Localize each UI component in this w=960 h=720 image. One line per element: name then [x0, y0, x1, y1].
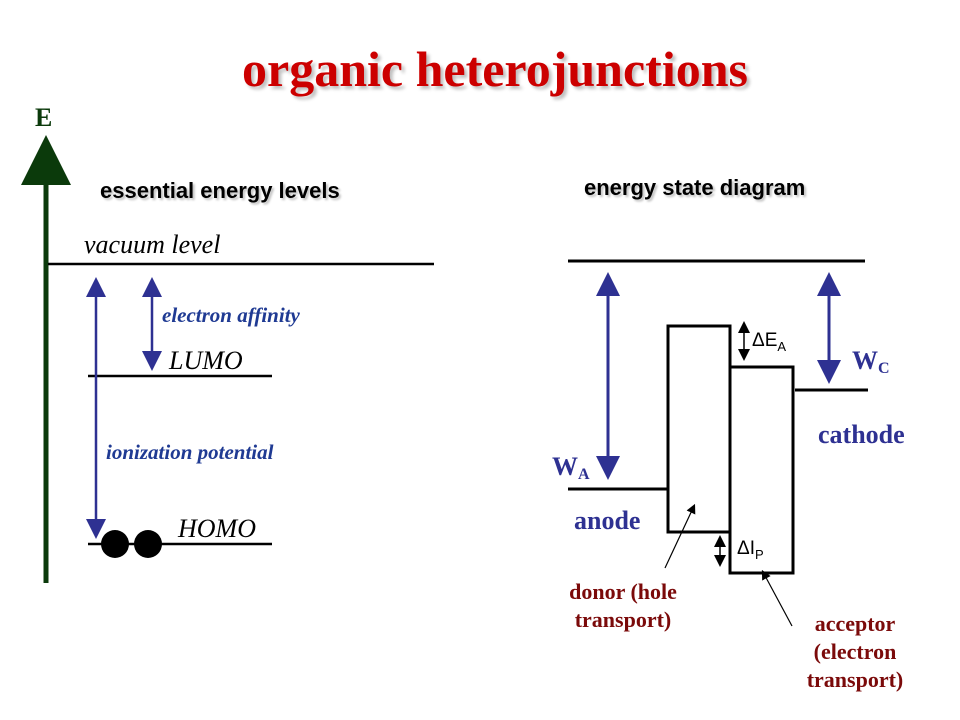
- anode-work-function-label: WA: [552, 452, 590, 483]
- electron-affinity-label: electron affinity: [162, 303, 300, 327]
- vacuum-level-label: vacuum level: [84, 230, 221, 259]
- electron-dot: [134, 530, 162, 558]
- cathode-label: cathode: [818, 420, 905, 449]
- anode-label: anode: [574, 506, 641, 535]
- page-title: organic heterojunctions: [242, 41, 748, 97]
- acceptor-pointer-line: [761, 569, 793, 627]
- homo-label: HOMO: [178, 514, 256, 543]
- right-panel-heading: energy state diagram: [584, 175, 806, 200]
- donor-band-box: [666, 324, 732, 534]
- electron-dot: [101, 530, 129, 558]
- acceptor-label: acceptor (electron transport): [806, 611, 904, 692]
- cathode-work-function-label: WC: [852, 346, 890, 377]
- donor-pointer-line: [664, 503, 696, 569]
- energy-axis-label: E: [35, 103, 53, 132]
- delta-ea-label: ΔEA: [752, 330, 787, 354]
- donor-label: donor (hole transport): [569, 579, 677, 632]
- delta-ip-label: ΔIP: [737, 538, 764, 562]
- ionization-potential-label: ionization potential: [106, 440, 274, 464]
- lumo-label: LUMO: [169, 346, 243, 375]
- left-panel-heading: essential energy levels: [100, 178, 340, 203]
- acceptor-band-box: [728, 365, 795, 575]
